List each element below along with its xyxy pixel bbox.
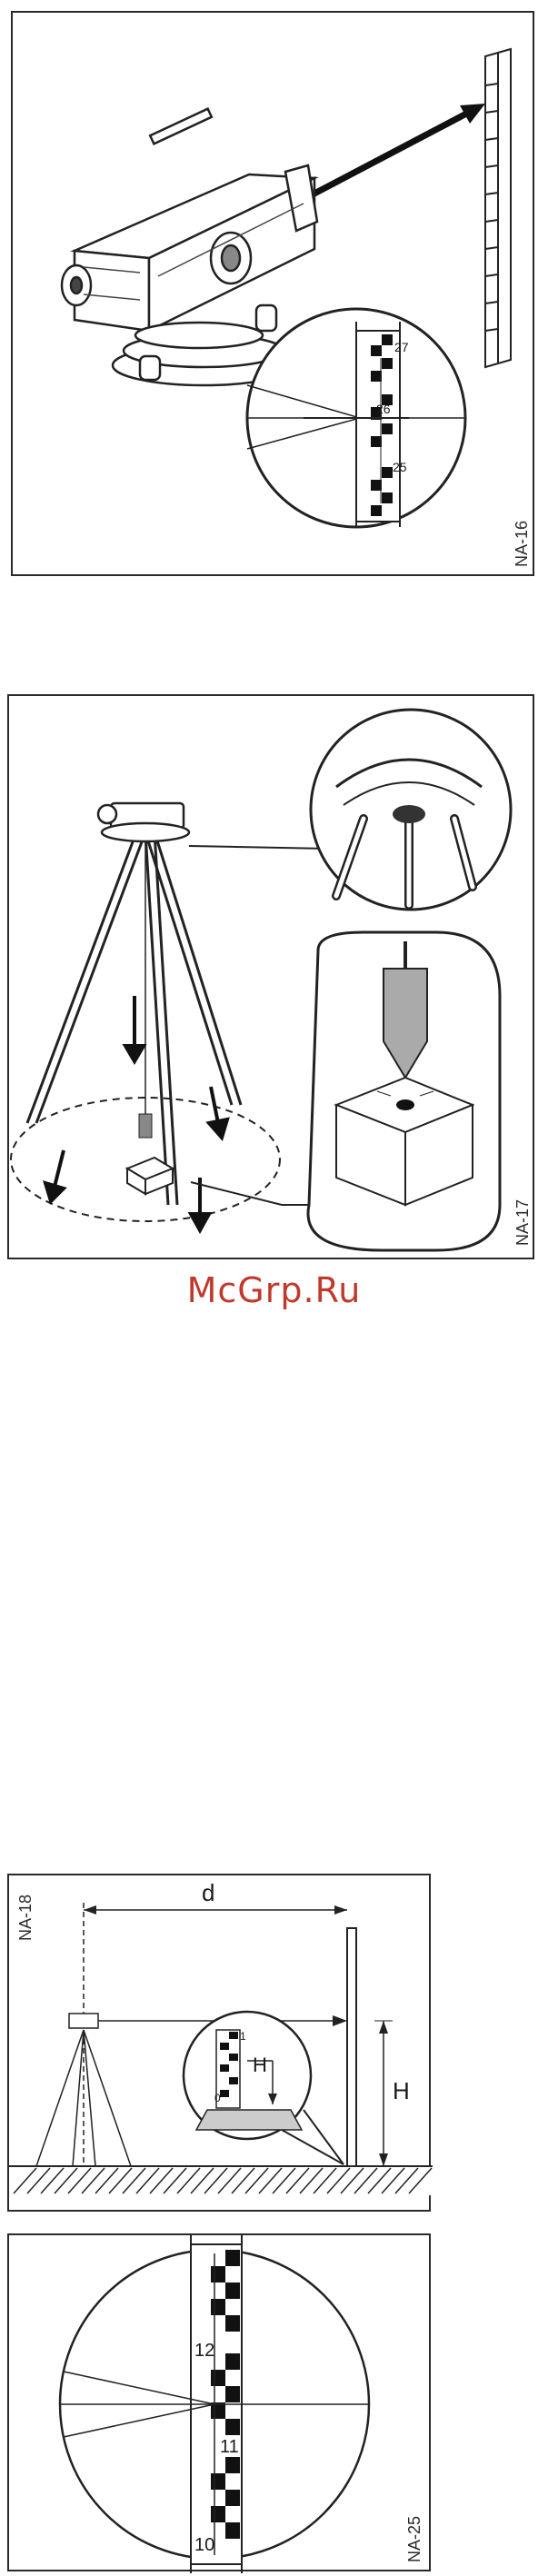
- sight-line: [313, 111, 472, 194]
- level-sighting-illustration: [13, 13, 536, 578]
- leveling-staff: [485, 49, 511, 367]
- eyepiece-view: [247, 309, 465, 527]
- height-label: H: [393, 2077, 410, 2105]
- tripod-head-detail: [311, 710, 511, 910]
- staff-number-12: 12: [194, 2341, 214, 2362]
- inset-staff-1: 1: [240, 2030, 246, 2043]
- figure-na-18: d H H 1 0 NA-18: [7, 1874, 431, 2212]
- inset-staff-0: 0: [214, 2092, 221, 2104]
- staff-number-25: 25: [393, 460, 407, 474]
- inset-height-label: H: [253, 2054, 267, 2077]
- figure-code: NA-25: [405, 2516, 424, 2562]
- staff-number-27: 27: [394, 340, 409, 354]
- reticle-view: [9, 2235, 433, 2573]
- staff-pole: [347, 1928, 356, 2166]
- watermark: McGrp.Ru: [0, 1270, 548, 1310]
- distance-label: d: [202, 1879, 214, 1907]
- height-measurement-diagram: [9, 1875, 433, 2213]
- plumb-bob-detail: [308, 932, 500, 1250]
- figure-code: NA-17: [513, 1199, 533, 1246]
- level-instrument: [98, 803, 189, 841]
- figure-na-16: 27 26 25 NA-16: [11, 11, 534, 576]
- tripod-setup-illustration: [9, 696, 536, 1261]
- staff-number-26: 26: [376, 402, 391, 416]
- staff-number-10: 10: [194, 2535, 214, 2556]
- staff-number-11: 11: [220, 2437, 239, 2458]
- figure-code: NA-18: [16, 1895, 35, 1941]
- figure-code: NA-16: [513, 521, 532, 567]
- figure-na-25: 12 11 10 NA-25: [7, 2233, 431, 2571]
- figure-na-17: NA-17: [7, 694, 534, 1259]
